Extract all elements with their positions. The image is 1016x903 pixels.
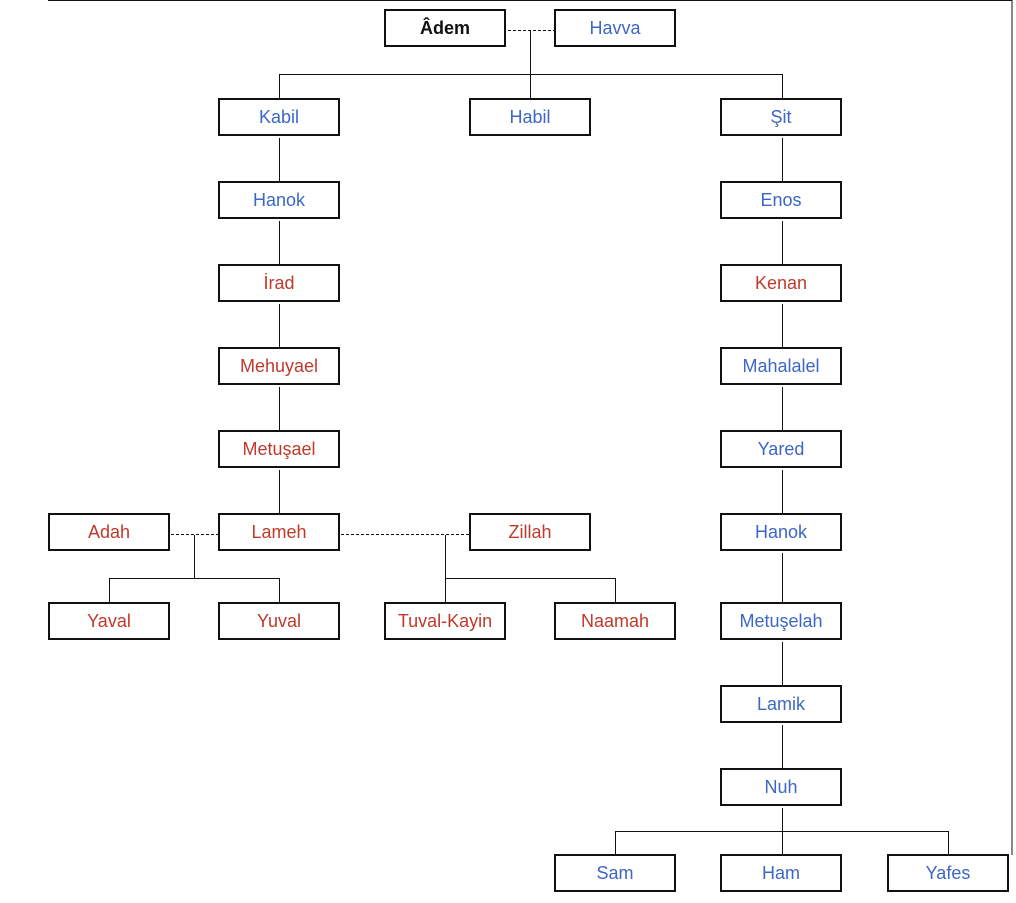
person-lamik: Lamik <box>720 685 842 723</box>
person-yaval: Yaval <box>48 602 170 640</box>
descent-line-adah-children <box>109 535 280 602</box>
person-yared: Yared <box>720 430 842 468</box>
person-naamah: Naamah <box>554 602 676 640</box>
person-kabil: Kabil <box>218 98 340 136</box>
person-nuh: Nuh <box>720 768 842 806</box>
person-zillah: Zillah <box>469 513 591 551</box>
person-habil: Habil <box>469 98 591 136</box>
person-metuselah: Metuşelah <box>720 602 842 640</box>
person-adem: Âdem <box>384 9 506 47</box>
person-sam: Sam <box>554 854 676 892</box>
person-sit: Şit <box>720 98 842 136</box>
descent-line-nuh-children <box>615 831 949 854</box>
person-metusael: Metuşael <box>218 430 340 468</box>
person-tuval-kayin: Tuval-Kayin <box>384 602 506 640</box>
person-ham: Ham <box>720 854 842 892</box>
person-yuval: Yuval <box>218 602 340 640</box>
person-adah: Adah <box>48 513 170 551</box>
person-kenan: Kenan <box>720 264 842 302</box>
descent-line-zillah-children <box>445 535 616 602</box>
person-enos: Enos <box>720 181 842 219</box>
person-hanok-son-of-yared: Hanok <box>720 513 842 551</box>
person-havva: Havva <box>554 9 676 47</box>
person-yafes: Yafes <box>887 854 1009 892</box>
person-mehuyael: Mehuyael <box>218 347 340 385</box>
person-mahalalel: Mahalalel <box>720 347 842 385</box>
descent-line-adem-children <box>279 30 783 98</box>
person-hanok-son-of-kabil: Hanok <box>218 181 340 219</box>
person-lameh: Lameh <box>218 513 340 551</box>
person-irad: İrad <box>218 264 340 302</box>
